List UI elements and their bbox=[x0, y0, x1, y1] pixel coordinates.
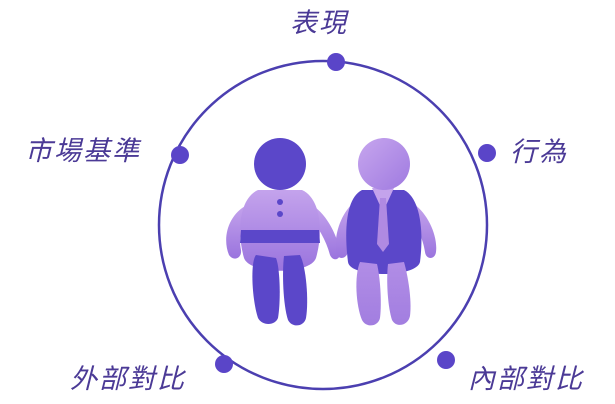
cycle-ring bbox=[157, 59, 489, 391]
label-internal-comparison: 內部對比 bbox=[468, 364, 584, 395]
node-dot-top bbox=[327, 53, 345, 71]
right-person-figure bbox=[335, 138, 437, 326]
label-performance: 表現 bbox=[290, 8, 348, 39]
label-behavior: 行為 bbox=[510, 137, 568, 168]
label-market-benchmark: 市場基準 bbox=[25, 136, 141, 167]
left-person-figure bbox=[226, 138, 341, 326]
node-dot-upper-right bbox=[478, 144, 496, 162]
node-dot-upper-left bbox=[171, 146, 189, 164]
node-dot-lower-right bbox=[437, 351, 455, 369]
label-external-comparison: 外部對比 bbox=[70, 364, 186, 395]
node-dot-lower-left bbox=[215, 355, 233, 373]
